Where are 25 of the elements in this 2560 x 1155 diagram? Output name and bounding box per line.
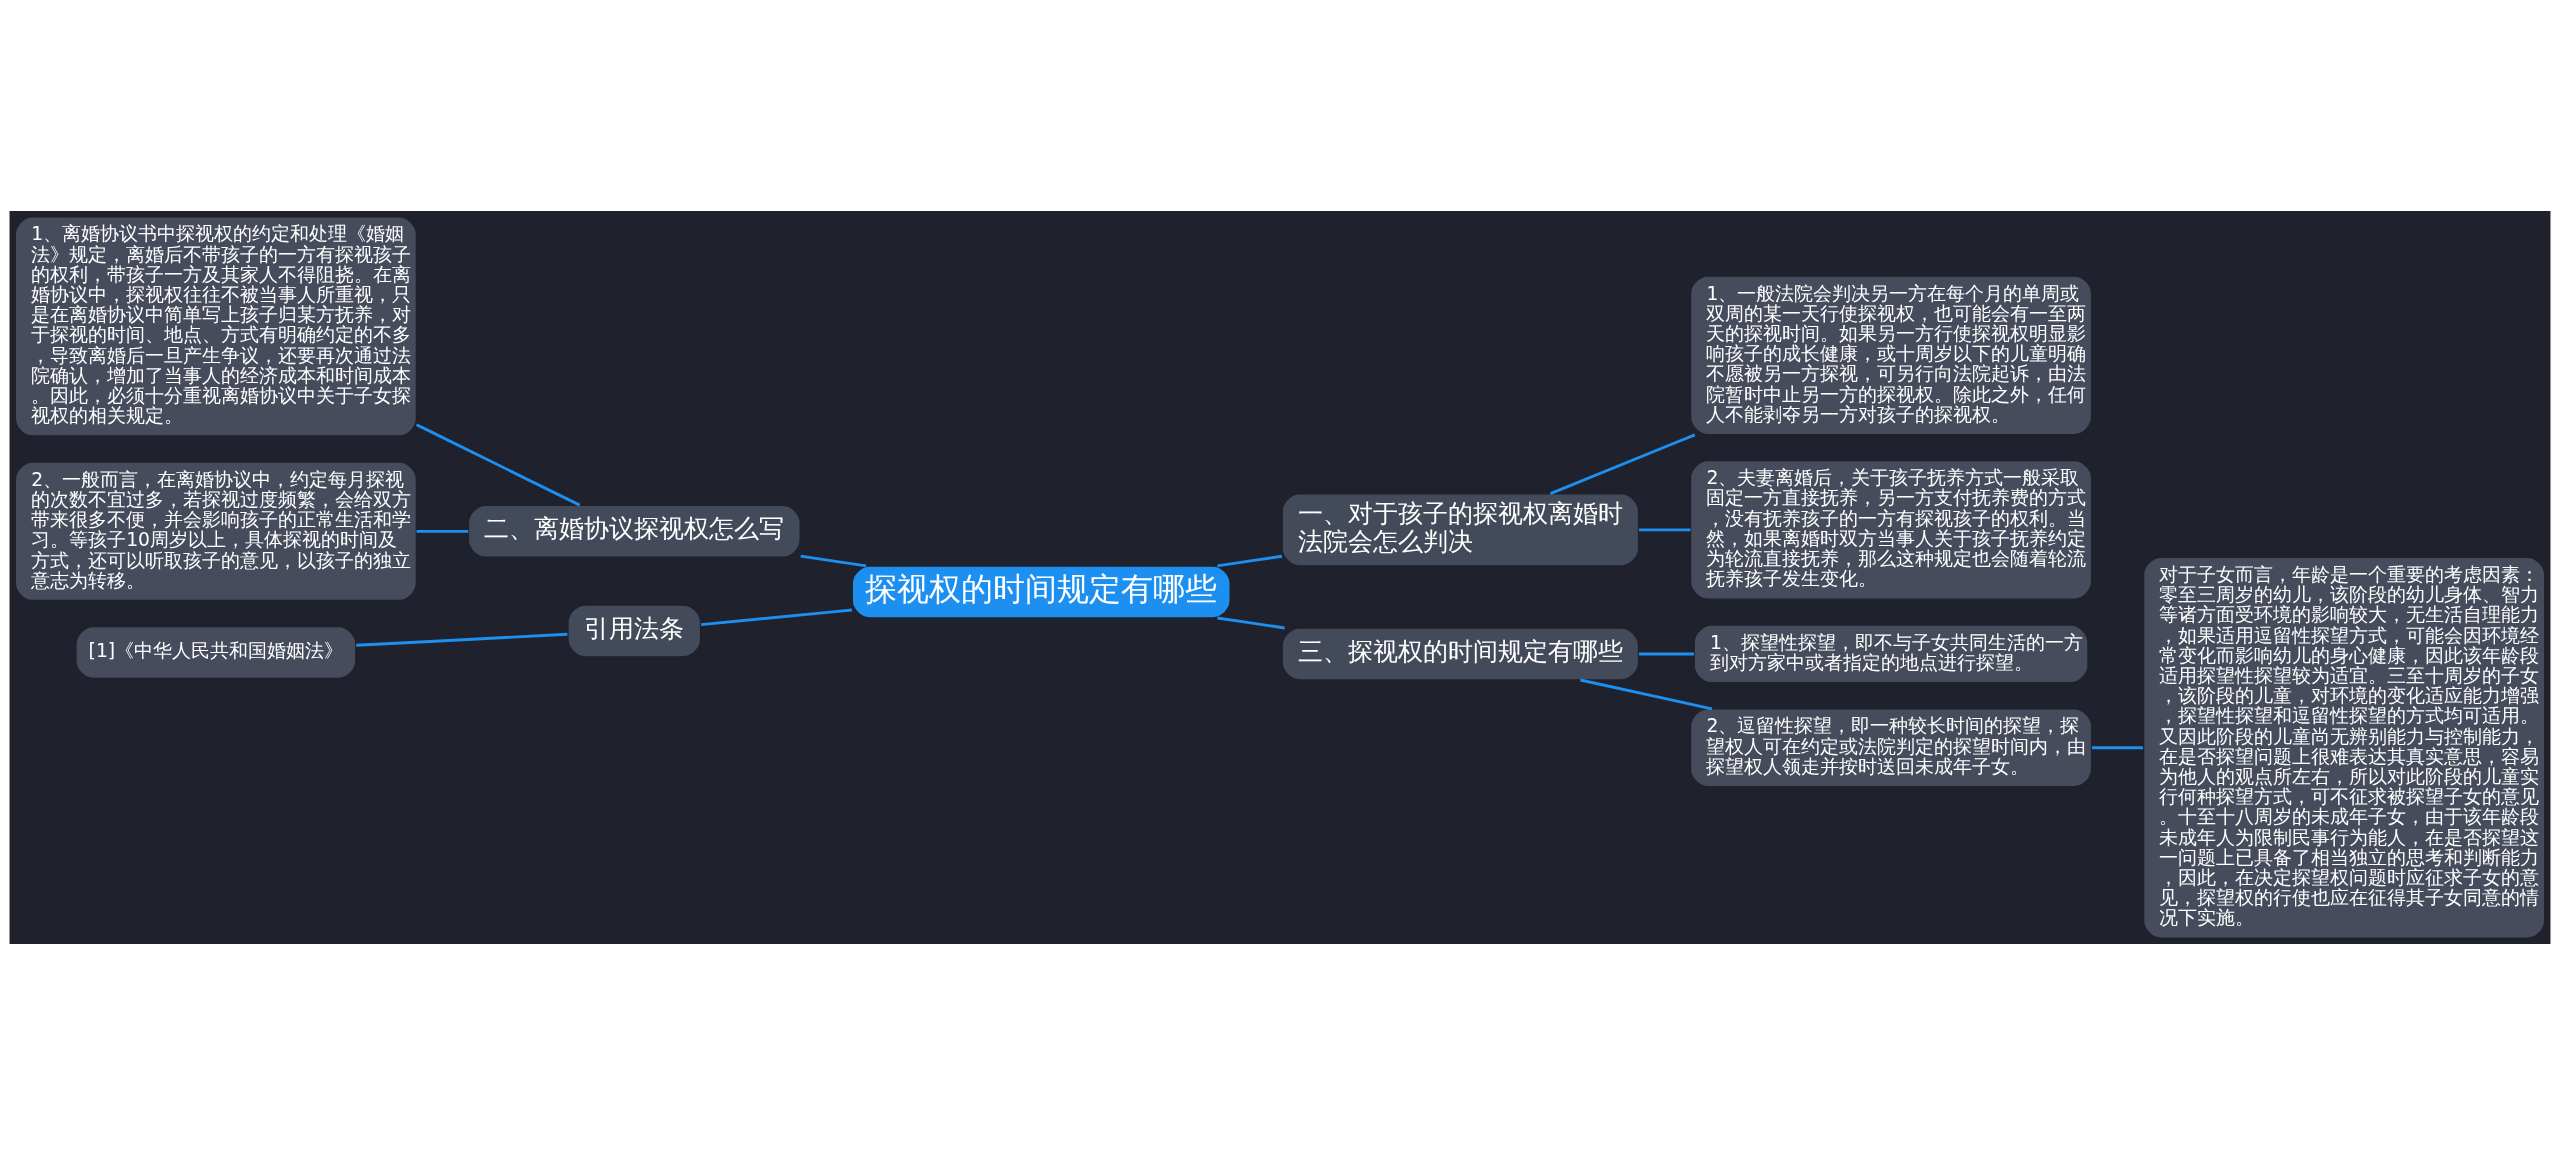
node-box: 二、离婚协议探视权怎么写 [467,504,801,558]
node-box: 1、探望性探望，即不与子女共同生活的一方到对方家中或者指定的地点进行探望。 [1693,624,2089,684]
connector [415,423,581,507]
node-box: 1、一般法院会判决另一方在每个月的单周或双周的某一天行使探视权，也可能会有一至两天的探视时间。如果另一方行使探视权明显影响孩子的成长健康，或十周岁以下的儿童明确不愿被另一方探视，可另行向法院起诉，由法院暂时中止另一方的探视权。除此之外，任何人不能剥夺另一方对孩子的探视权。 [1689,275,2093,436]
connector [1580,678,1713,711]
connector [1217,616,1285,630]
connector [416,529,469,533]
connector [356,632,568,647]
connector [1638,528,1691,532]
node-box: 一、对于孩子的探视权离婚时法院会怎么判决 [1281,493,1640,567]
connector [2091,746,2143,750]
node-box: 2、一般而言，在离婚协议中，约定每月探视的次数不宜过多，若探视过度频繁，会给双方带来很多不便，并会影响孩子的正常生活和学习。等孩子10周岁以上，具体探视的时间及方式，还可以听取孩子的意见，以孩子的独立意志为转移。 [14,461,418,602]
node-box: 探视权的时间规定有哪些 [851,565,1231,619]
node-box: 2、逗留性探望，即一种较长时间的探望，探望权人可在约定或法院判定的探望时间内，由探望权人领走并按时送回未成年子女。 [1689,708,2093,788]
node-box: [1]《中华人民共和国婚姻法》 [75,625,357,680]
node-box: 2、夫妻离婚后，关于孩子抚养方式一般采取固定一方直接抚养，另一方支付抚养费的方式，没有抚养孩子的一方有探视孩子的权利。当然，如果离婚时双方当事人关于孩子抚养约定为轮流直接抚养，那么这种规定也会随着轮流抚养孩子发生变化。 [1689,459,2093,600]
connector [1638,652,1694,656]
node-box: 引用法条 [567,604,702,658]
connector [1549,433,1696,496]
node-box: 三、探视权的时间规定有哪些 [1281,627,1640,681]
node-box: 1、离婚协议书中探视权的约定和处理《婚姻法》规定，离婚后不带孩子的一方有探视孩子的权利，带孩子一方及其家人不得阻挠。在离婚协议中，探视权往往不被当事人所重视，只是在离婚协议中简单写上孩子归某方抚养，对于探视的时间、地点、方式有明确约定的不多，导致离婚后一旦产生争议，还要再次通过法院确认，增加了当事人的经济成本和时间成本。因此，必须十分重视离婚协议中关于子女探视权的相关规定。 [14,216,418,437]
connector [800,554,867,568]
connector [700,608,853,626]
node-box: 对于子女而言，年龄是一个重要的考虑因素：零至三周岁的幼儿，该阶段的幼儿身体、智力等诸方面受环境的影响较大，无生活自理能力，如果适用逗留性探望方式，可能会因环境经常变化而影响幼儿的身心健康，因此该年龄段适用探望性探望较为适宜。三至十周岁的子女，该阶段的儿童，对环境的变化适应能力增强，探望性探望和逗留性探望的方式均可适用。又因此阶段的儿童尚无辨别能力与控制能力，在是否探望问题上很难表达其真实意思，容易为他人的观点所左右，所以对此阶段的儿童实行何种探望方式，可不征求被探望子女的意见。十至十八周岁的未成年子女，由于该年龄段未成年人为限制民事行为能人，在是否探望这一问题上已具备了相当独立的思考和判断能力，因此，在决定探望权问题时应征求子女的意见，探望权的行使也应在征得其子女同意的情况下实施。 [2142,556,2546,939]
connector [1217,554,1283,568]
